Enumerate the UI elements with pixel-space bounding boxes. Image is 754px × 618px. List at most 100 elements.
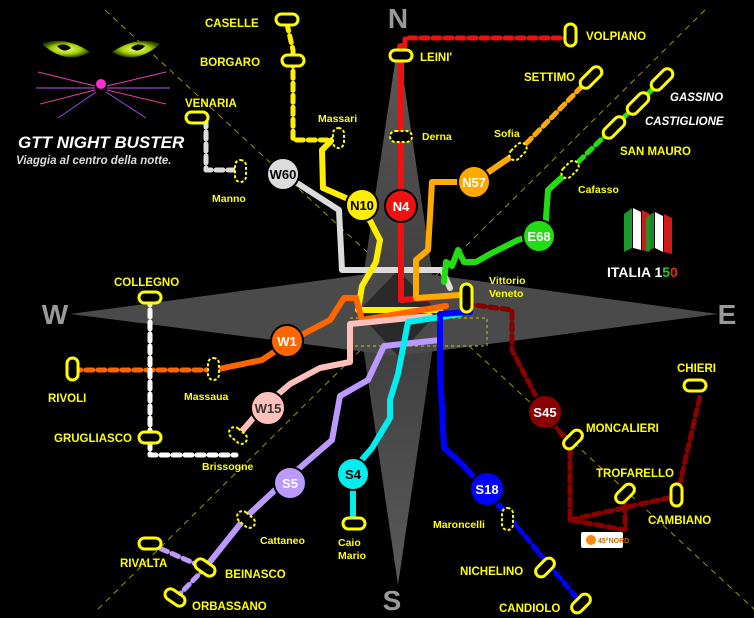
route-E68 bbox=[441, 167, 573, 285]
italia-digit-0: 0 bbox=[670, 264, 678, 280]
label-cafasso: Cafasso bbox=[578, 184, 619, 196]
label-rivoli: RIVOLI bbox=[48, 393, 86, 405]
badge-N10[interactable]: N10 bbox=[345, 188, 379, 222]
label-massaua: Massaua bbox=[184, 391, 229, 403]
stop-moncalieri[interactable] bbox=[561, 428, 584, 451]
label-nichelino: NICHELINO bbox=[460, 566, 523, 578]
label-brissogne: Brissogne bbox=[202, 461, 254, 473]
badge-N57-label: N57 bbox=[462, 175, 486, 190]
place-labels: CASELLE BORGARO LEINI' VOLPIANO SETTIMO … bbox=[48, 18, 724, 615]
stop-massaua[interactable] bbox=[207, 357, 220, 381]
italia-word: ITALIA bbox=[607, 264, 654, 280]
label-trofarello: TROFARELLO bbox=[596, 468, 674, 480]
label-moncalieri: MONCALIERI bbox=[586, 423, 659, 435]
compass-west: W bbox=[42, 299, 69, 330]
label-caselle: CASELLE bbox=[205, 18, 259, 30]
route-S5 bbox=[202, 313, 443, 571]
stop-grugliasco[interactable] bbox=[137, 430, 163, 445]
badge-S45-label: S45 bbox=[533, 405, 556, 420]
label-caio: Caio bbox=[338, 537, 361, 549]
stop-orbassano[interactable] bbox=[163, 587, 187, 609]
stop-candiolo[interactable] bbox=[569, 592, 592, 615]
stop-cafasso[interactable] bbox=[559, 159, 581, 181]
badge-E68[interactable]: E68 bbox=[522, 219, 556, 253]
stop-trofarello[interactable] bbox=[613, 482, 636, 505]
route-N57-extension bbox=[515, 75, 593, 155]
badge-N10-label: N10 bbox=[350, 198, 374, 213]
compass-south: S bbox=[383, 585, 402, 616]
sponsor-logo: 45°NORD bbox=[581, 532, 629, 548]
label-venaria: VENARIA bbox=[185, 98, 237, 110]
label-san-mauro: SAN MAURO bbox=[620, 146, 691, 158]
label-mario: Mario bbox=[338, 550, 366, 562]
badge-S45[interactable]: S45 bbox=[527, 394, 563, 430]
label-derna: Derna bbox=[422, 131, 452, 143]
stop-nichelino[interactable] bbox=[533, 556, 556, 579]
stop-leini[interactable] bbox=[388, 48, 414, 63]
brand-tagline: Viaggia al centro della notte. bbox=[16, 155, 172, 167]
label-settimo: SETTIMO bbox=[524, 72, 575, 84]
stop-manno[interactable] bbox=[234, 159, 247, 183]
route-W15-extension bbox=[147, 295, 239, 458]
stop-gassino[interactable] bbox=[649, 66, 675, 92]
badge-N57[interactable]: N57 bbox=[457, 165, 491, 199]
label-beinasco: BEINASCO bbox=[225, 569, 286, 581]
badge-W15-label: W15 bbox=[255, 401, 282, 416]
stop-derna[interactable] bbox=[389, 130, 413, 143]
label-leini: LEINI' bbox=[420, 52, 452, 64]
label-borgaro: BORGARO bbox=[200, 57, 260, 69]
label-cambiano: CAMBIANO bbox=[648, 515, 711, 527]
badge-W1[interactable]: W1 bbox=[270, 324, 304, 358]
stop-caselle[interactable] bbox=[274, 12, 300, 27]
badge-S18-label: S18 bbox=[475, 482, 498, 497]
route-N10 bbox=[319, 134, 443, 313]
route-W1 bbox=[211, 295, 449, 373]
stop-vittorio-veneto[interactable] bbox=[459, 282, 474, 314]
label-castiglione: CASTIGLIONE bbox=[645, 116, 724, 128]
italia-digit-5: 5 bbox=[662, 264, 670, 280]
intermediate-stops bbox=[207, 127, 581, 531]
stop-rivalta[interactable] bbox=[137, 536, 163, 551]
italia-150-text: ITALIA 150 bbox=[607, 264, 678, 280]
stop-maroncelli[interactable] bbox=[501, 507, 514, 531]
badge-S5[interactable]: S5 bbox=[273, 466, 307, 500]
stop-cattaneo[interactable] bbox=[235, 509, 257, 530]
stop-borgaro[interactable] bbox=[280, 53, 306, 68]
compass-east: E bbox=[718, 299, 737, 330]
cat-logo-image bbox=[36, 40, 170, 119]
route-N4-extension bbox=[402, 35, 573, 49]
label-vittorio-veneto: Vittorio Veneto bbox=[489, 275, 528, 300]
label-massari: Massari bbox=[318, 113, 357, 125]
stop-castiglione[interactable] bbox=[625, 90, 651, 116]
badge-W60[interactable]: W60 bbox=[266, 157, 300, 191]
stop-settimo[interactable] bbox=[578, 64, 604, 90]
label-veneto: Veneto bbox=[489, 288, 523, 300]
label-grugliasco: GRUGLIASCO bbox=[54, 433, 132, 445]
label-gassino: GASSINO bbox=[670, 92, 723, 104]
label-vittorio: Vittorio bbox=[489, 275, 526, 287]
terminal-stops bbox=[65, 12, 708, 615]
stop-beinasco[interactable] bbox=[193, 557, 217, 579]
stop-san-mauro[interactable] bbox=[601, 114, 627, 140]
label-volpiano: VOLPIANO bbox=[586, 31, 646, 43]
stop-venaria[interactable] bbox=[184, 110, 210, 125]
stop-chieri[interactable] bbox=[682, 378, 708, 393]
badge-W15[interactable]: W15 bbox=[250, 390, 286, 426]
stop-volpiano[interactable] bbox=[563, 22, 578, 48]
stop-caio-mario[interactable] bbox=[341, 516, 367, 531]
badge-S18[interactable]: S18 bbox=[469, 471, 505, 507]
stop-cambiano[interactable] bbox=[669, 482, 684, 508]
sponsor-text: 45°NORD bbox=[598, 537, 629, 545]
badge-W1-label: W1 bbox=[277, 334, 297, 349]
badge-N4[interactable]: N4 bbox=[384, 189, 418, 223]
label-chieri: CHIERI bbox=[677, 363, 716, 375]
route-S5-extension bbox=[147, 541, 208, 601]
stop-massari[interactable] bbox=[332, 127, 345, 149]
stop-sofia[interactable] bbox=[507, 141, 529, 163]
stop-brissogne[interactable] bbox=[227, 425, 249, 446]
stop-rivoli[interactable] bbox=[65, 356, 80, 382]
stop-collegno[interactable] bbox=[137, 290, 163, 305]
label-maroncelli: Maroncelli bbox=[433, 519, 485, 531]
badge-S4[interactable]: S4 bbox=[336, 457, 370, 491]
